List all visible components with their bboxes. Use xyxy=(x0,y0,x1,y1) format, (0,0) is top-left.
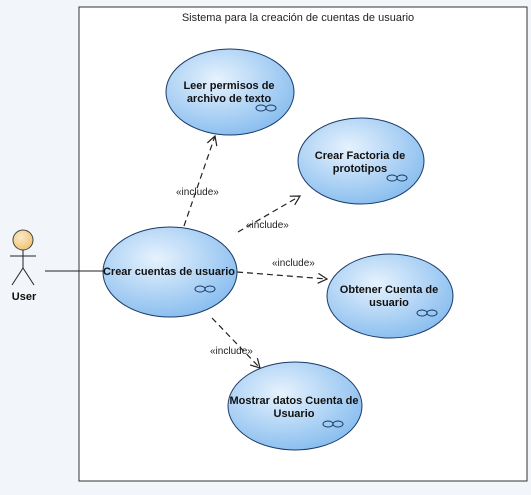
actor-head xyxy=(12,229,34,251)
include-arrow xyxy=(183,134,218,227)
include-dependency-leer[interactable]: «include» xyxy=(176,134,219,227)
use-case-icon xyxy=(322,420,344,428)
include-label: «include» xyxy=(176,187,219,198)
include-label: «include» xyxy=(210,346,253,357)
use-case-icon xyxy=(386,174,408,182)
use-case-crear-factoria[interactable]: Crear Factoria de prototipos xyxy=(297,117,425,205)
actor-left-leg xyxy=(11,267,24,286)
use-case-label-line2: prototipos xyxy=(333,163,387,175)
use-case-label: Crear cuentas de usuario xyxy=(103,266,235,278)
use-case-label-line1: Mostrar datos Cuenta de xyxy=(230,395,359,407)
use-case-icon xyxy=(416,309,438,317)
use-case-ellipse xyxy=(102,226,238,318)
use-case-label-line2: archivo de texto xyxy=(187,93,272,105)
use-case-ellipse xyxy=(326,253,454,339)
include-label: «include» xyxy=(246,220,289,231)
include-dependency-obtener[interactable]: «include» xyxy=(236,258,329,284)
include-dependency-factoria[interactable]: «include» xyxy=(237,195,302,233)
use-case-crear-cuentas[interactable]: Crear cuentas de usuario xyxy=(102,226,238,318)
actor-user[interactable]: User xyxy=(10,229,37,303)
include-arrow xyxy=(236,271,329,284)
use-case-icon xyxy=(194,285,216,293)
include-dependency-mostrar[interactable]: «include» xyxy=(210,317,261,369)
use-case-obtener-cuenta[interactable]: Obtener Cuenta de usuario xyxy=(326,253,454,339)
use-case-label-line1: Obtener Cuenta de xyxy=(340,284,438,296)
actor-label: User xyxy=(12,291,37,303)
use-case-ellipse xyxy=(165,48,295,136)
use-case-mostrar-datos[interactable]: Mostrar datos Cuenta de Usuario xyxy=(227,361,363,451)
use-case-ellipse xyxy=(297,117,425,205)
use-case-icon xyxy=(255,104,277,112)
include-arrow xyxy=(237,195,302,233)
include-arrow xyxy=(211,317,261,369)
actor-right-leg xyxy=(22,267,35,286)
use-case-leer-permisos[interactable]: Leer permisos de archivo de texto xyxy=(165,48,295,136)
use-case-ellipse xyxy=(227,361,363,451)
use-case-label-line1: Leer permisos de xyxy=(183,80,274,92)
include-label: «include» xyxy=(272,258,315,269)
use-case-label-line1: Crear Factoria de xyxy=(315,150,405,162)
use-case-label-line2: usuario xyxy=(369,297,409,309)
system-title: Sistema para la creación de cuentas de u… xyxy=(182,12,414,24)
use-case-label-line2: Usuario xyxy=(274,408,315,420)
